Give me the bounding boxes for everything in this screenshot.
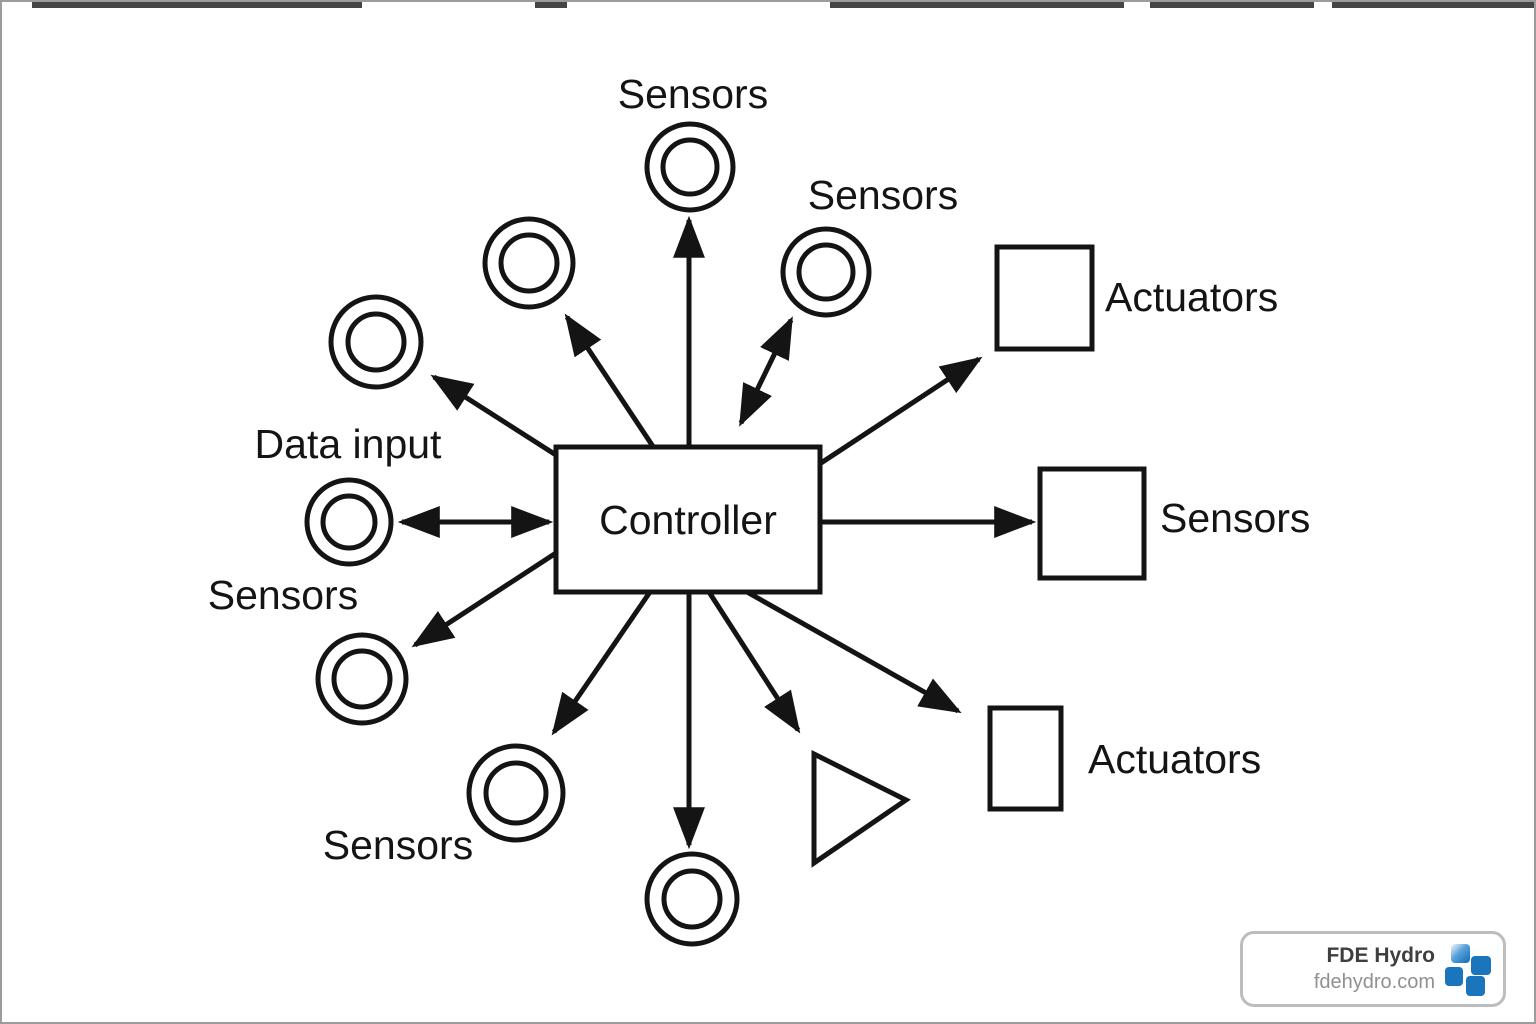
label-bottom-right-actuator: Actuators <box>1088 736 1261 782</box>
label-left-sensor: Sensors <box>208 572 358 618</box>
controller-label: Controller <box>599 497 777 543</box>
arrow-to-bottom-left-sensor <box>551 590 653 736</box>
arrow-to-top-right-actuator <box>819 356 983 466</box>
triangle-node <box>811 749 911 868</box>
label-bottom-left-sensor: Sensors <box>323 822 473 868</box>
label-data-input: Data input <box>255 421 443 467</box>
actuator-square-bottom-right <box>987 705 1064 812</box>
sensor-circle-bottom-left <box>466 743 566 843</box>
watermark-badge: FDE Hydro fdehydro.com <box>1240 931 1506 1007</box>
arrow-to-left-lower-sensor <box>411 550 558 648</box>
label-top-right-actuator: Actuators <box>1105 274 1278 320</box>
sensor-circle-left-upper <box>328 294 424 390</box>
actuator-square-top-right <box>994 244 1095 352</box>
double-arrow-upper-right-sensor <box>738 316 794 427</box>
sensor-square-right <box>1037 466 1147 581</box>
label-right-sensor: Sensors <box>1160 495 1310 541</box>
sensor-circle-bottom <box>644 851 740 947</box>
sensor-circle-upper-right <box>780 226 872 318</box>
sensor-circle-top <box>644 121 736 213</box>
watermark-text: FDE Hydro fdehydro.com <box>1314 943 1435 994</box>
sensor-circle-left-lower <box>315 632 409 726</box>
label-top-sensor: Sensors <box>618 71 768 117</box>
arrow-to-bottom-right-actuator <box>745 589 962 714</box>
watermark-title: FDE Hydro <box>1326 944 1435 968</box>
label-upper-right-sensor: Sensors <box>808 172 958 218</box>
arrow-to-triangle <box>706 590 801 734</box>
fde-hydro-logo-icon <box>1445 944 1491 996</box>
cropped-top-artifact <box>32 2 1534 8</box>
sensor-circle-upper-left <box>482 216 576 310</box>
sensor-circle-data-input <box>304 477 394 567</box>
controller-box <box>553 444 823 595</box>
diagram-edges <box>397 215 1037 850</box>
arrow-to-left-upper-sensor <box>430 374 558 458</box>
arrow-to-upper-left-sensor <box>564 313 657 450</box>
watermark-url: fdehydro.com <box>1313 970 1435 993</box>
